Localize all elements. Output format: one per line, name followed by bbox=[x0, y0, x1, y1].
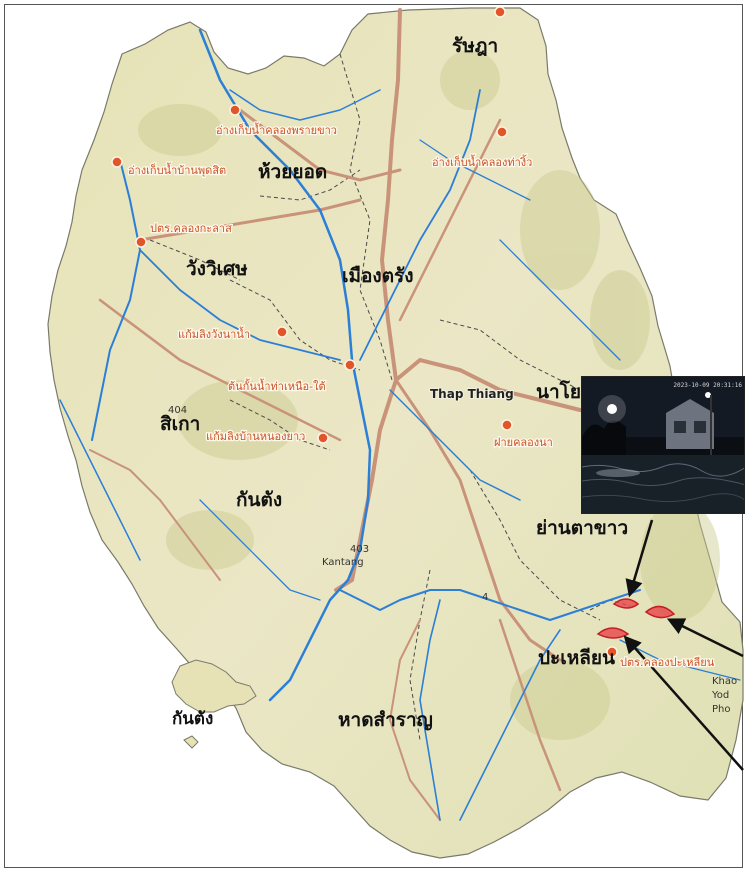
place-pratu-klong-klang: ปตร.คลองกะลาส bbox=[150, 222, 232, 235]
district-palian: ปะเหลียน bbox=[538, 647, 615, 669]
arrow-right-lower bbox=[623, 635, 744, 771]
arrow-photo-to-flood bbox=[625, 519, 654, 598]
marker-ratsada-north[interactable] bbox=[494, 6, 506, 18]
flood-photo-inset[interactable]: 2023-10-09 20:31:16 bbox=[581, 376, 745, 514]
district-sikao: สิเกา bbox=[160, 413, 200, 435]
label-route-404: 404 bbox=[168, 405, 187, 416]
marker-layer bbox=[111, 6, 618, 658]
arrow-right-upper bbox=[666, 618, 744, 658]
label-right-edge-2: Yod bbox=[711, 690, 729, 701]
district-huai-yot: ห้วยยอด bbox=[258, 161, 327, 183]
label-right-edge-3: Pho bbox=[712, 704, 731, 715]
label-thap-thiang: Thap Thiang bbox=[430, 387, 514, 401]
district-hat-samran: หาดสำราญ bbox=[338, 709, 433, 731]
terrain-shading bbox=[138, 50, 720, 740]
district-ratsada: รัษฎา bbox=[452, 35, 498, 57]
place-kaem-ling-wang-nam: แก้มลิงวังนาน้ำ bbox=[178, 326, 250, 341]
flood-zones bbox=[596, 598, 676, 639]
marker-fai-klong[interactable] bbox=[501, 419, 513, 431]
place-fai-klong: ฝายคลองนา bbox=[494, 436, 553, 449]
marker-pratu-klong-palian[interactable] bbox=[606, 646, 618, 658]
island bbox=[171, 659, 257, 713]
marker-ang-phrai-khao[interactable] bbox=[229, 104, 241, 116]
photo-timestamp: 2023-10-09 20:31:16 bbox=[673, 382, 742, 389]
street-light-1 bbox=[607, 404, 617, 414]
district-mueang-trang: เมืองตรัง bbox=[342, 265, 414, 287]
street-light-2 bbox=[705, 392, 711, 398]
district-wang-wiset: วังวิเศษ bbox=[186, 258, 248, 280]
river-network bbox=[59, 28, 741, 821]
flood-water bbox=[582, 455, 744, 513]
marker-kaem-ling-wang-nam[interactable] bbox=[276, 326, 288, 338]
district-kantang-island: กันตัง bbox=[172, 709, 213, 729]
label-kantang-town: Kantang bbox=[322, 557, 364, 568]
place-kaem-ling-nong-yao: แก้มลิงบ้านหนองยาว bbox=[206, 430, 305, 443]
province-landmass bbox=[47, 7, 744, 859]
place-pratu-klong-palian: ปตร.คลองปะเหลียน bbox=[620, 656, 715, 669]
marker-ang-ban-phu-sit[interactable] bbox=[111, 156, 123, 168]
house-shape bbox=[666, 399, 714, 449]
islet bbox=[183, 735, 199, 749]
place-ang-tha-ngio: อ่างเก็บน้ำคลองท่างิ้ว bbox=[432, 154, 532, 169]
flood-zone-2[interactable] bbox=[644, 605, 676, 619]
place-ang-phrai-khao: อ่างเก็บน้ำคลองพรายขาว bbox=[216, 122, 337, 137]
flood-zone-3[interactable] bbox=[596, 627, 630, 639]
marker-ton-kan-nam[interactable] bbox=[344, 359, 356, 371]
arrow-layer bbox=[623, 519, 744, 771]
place-ton-kan-nam: ต้นกั้นน้ำท่าเหนือ-ใต้ bbox=[228, 378, 326, 393]
label-right-edge-1: Khao bbox=[712, 676, 737, 687]
district-kantang: กันตัง bbox=[236, 489, 282, 511]
label-route-403: 403 bbox=[350, 544, 369, 555]
flood-zone-1[interactable] bbox=[612, 598, 640, 609]
place-ang-ban-phu-sit: อ่างเก็บน้ำบ้านพุดสิต bbox=[128, 162, 226, 177]
marker-kaem-ling-nong-yao[interactable] bbox=[317, 432, 329, 444]
label-route-4: 4 bbox=[482, 592, 488, 603]
marker-pratu-klong-klang[interactable] bbox=[135, 236, 147, 248]
district-yan-ta-khao: ย่านตาขาว bbox=[536, 517, 628, 539]
marker-ang-tha-ngio[interactable] bbox=[496, 126, 508, 138]
district-na-yong: นาโยง bbox=[536, 380, 590, 403]
flood-photo: 2023-10-09 20:31:16 bbox=[582, 377, 744, 513]
